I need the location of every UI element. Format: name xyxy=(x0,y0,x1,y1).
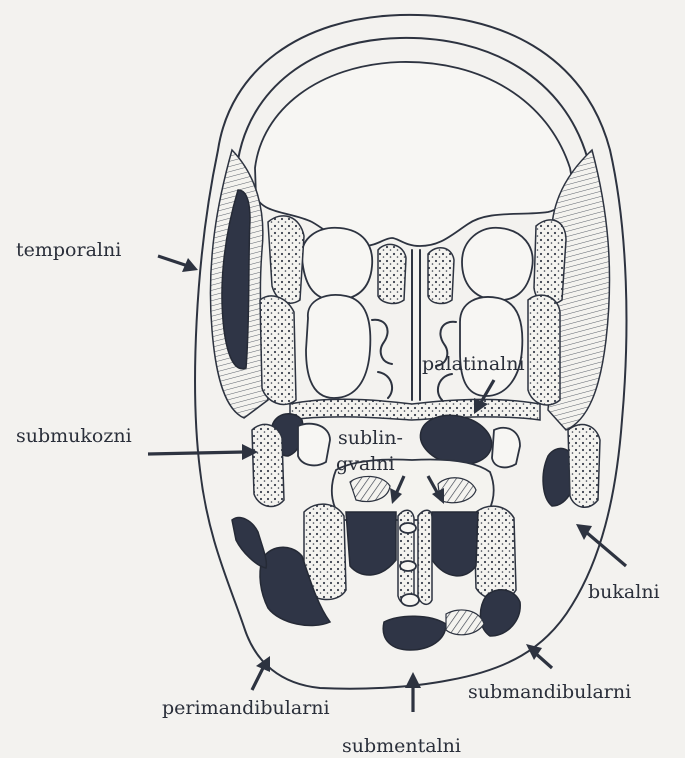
mental-ossicle-2 xyxy=(400,561,416,571)
label-submukozni: submukozni xyxy=(16,425,132,447)
oral-cavity-right xyxy=(492,428,520,468)
arrow-temporalni xyxy=(158,256,198,272)
maxillary-sinus-right xyxy=(460,297,522,396)
genioglossus-right xyxy=(418,510,432,604)
orbit-bone-left xyxy=(268,216,304,303)
cranial-cavity xyxy=(255,62,571,246)
ethmoid-cells xyxy=(378,244,406,303)
mandible-right xyxy=(474,506,516,599)
label-sublingvalni-1: sublin- xyxy=(338,427,403,449)
maxillary-sinus-left xyxy=(306,295,370,398)
lateral-dark-left xyxy=(232,518,266,568)
orbit-left xyxy=(302,228,372,300)
label-perimandibularni: perimandibularni xyxy=(162,697,330,719)
ramus-left xyxy=(252,424,284,506)
sublingual-space-left xyxy=(346,512,396,575)
oral-cavity-left xyxy=(298,424,330,466)
hard-palate xyxy=(290,399,540,420)
arrow-perimandibularni xyxy=(252,656,270,690)
orbit-right xyxy=(462,228,533,300)
ethmoid-cells-right xyxy=(428,248,454,304)
arrow-submukozni xyxy=(148,444,258,460)
label-temporalni: temporalni xyxy=(16,239,121,261)
orbit-bone-right xyxy=(534,220,566,305)
digastric-muscle xyxy=(446,610,484,635)
label-submandibularni: submandibularni xyxy=(468,681,631,703)
label-palatinalni: palatinalni xyxy=(422,353,525,375)
maxilla-bone-left xyxy=(260,296,296,404)
masseter-right xyxy=(568,425,600,508)
maxilla-bone-right xyxy=(528,295,560,405)
nasal-septum xyxy=(412,250,420,400)
label-bukalni: bukalni xyxy=(588,581,660,603)
submental-space xyxy=(383,616,446,650)
label-sublingvalni-2: gvalni xyxy=(336,453,395,475)
mental-ossicle-1 xyxy=(400,523,416,533)
perimandibular-space-right xyxy=(480,590,520,636)
sublingual-space-right xyxy=(432,512,478,576)
turbinate-left xyxy=(372,320,392,398)
arrow-submentalni xyxy=(405,672,421,712)
label-submentalni: submentalni xyxy=(342,735,461,757)
arrow-submandibularni xyxy=(526,644,552,668)
arrow-bukalni xyxy=(576,524,626,566)
mental-ossicle-3 xyxy=(401,594,419,606)
